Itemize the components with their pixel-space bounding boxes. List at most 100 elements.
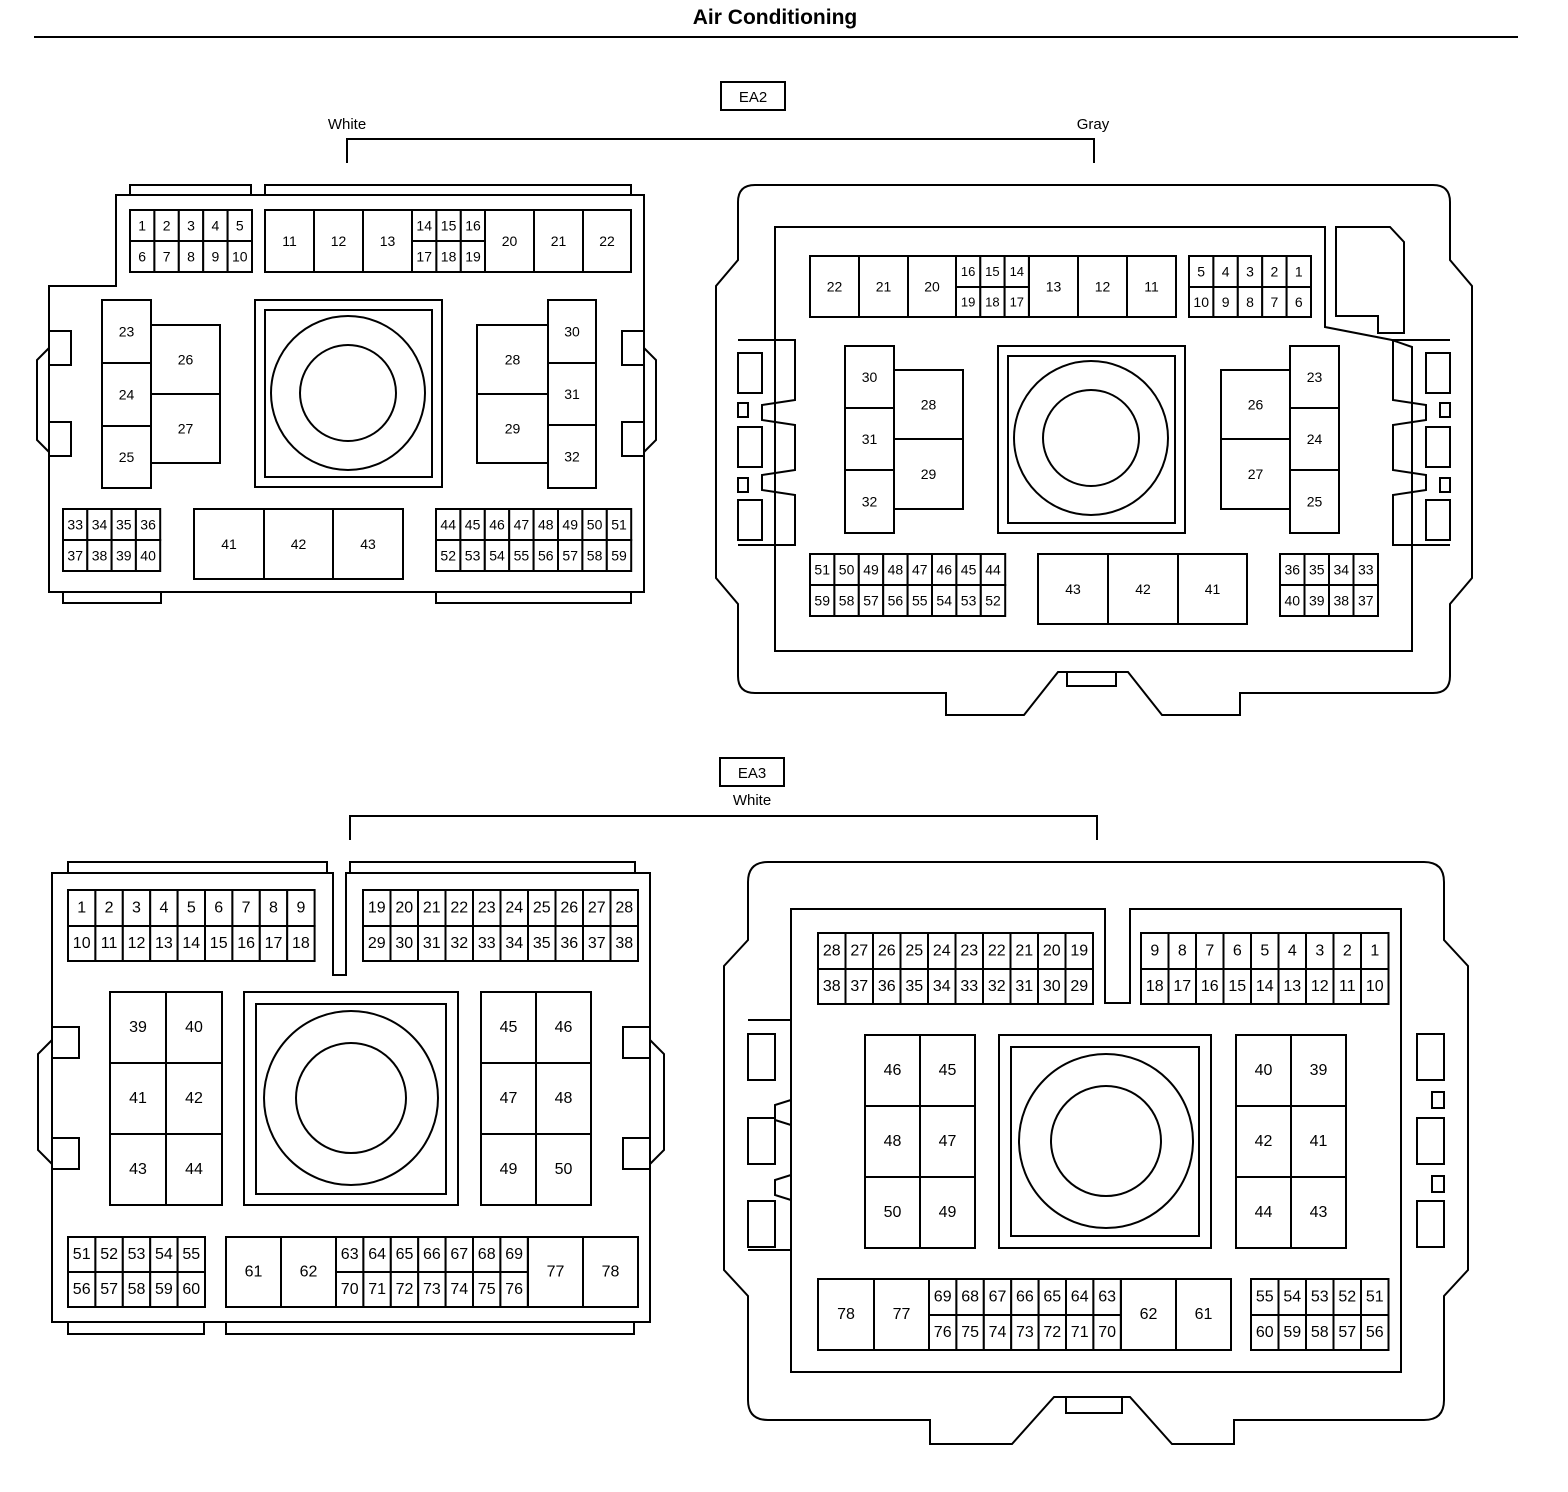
cavity-17: [1003, 286, 1030, 318]
cavity-37: [62, 539, 89, 572]
cavity-number: 39: [1309, 593, 1325, 609]
cavity-number: 32: [564, 449, 580, 465]
cavity-13: [149, 925, 179, 962]
cavity-number: 59: [611, 548, 627, 564]
housing-tab: [67, 1321, 205, 1335]
cavity-2: [1261, 255, 1288, 288]
cavity-number: 65: [396, 1246, 414, 1263]
cavity-number: 49: [863, 562, 879, 578]
cavity-76: [928, 1314, 958, 1351]
cavity-44: [979, 553, 1007, 586]
cavity-number: 7: [163, 249, 171, 265]
cavity-number: 2: [1343, 943, 1352, 960]
cavity-number: 52: [1338, 1289, 1356, 1306]
cavity-number: 55: [912, 593, 928, 609]
cavity-70: [1092, 1314, 1122, 1351]
housing-tab: [62, 591, 162, 604]
cavity-number: 34: [92, 517, 108, 533]
cavity-number: 6: [214, 900, 223, 917]
cavity-number: 20: [395, 900, 413, 917]
cavity-number: 7: [242, 900, 251, 917]
cavity-number: 14: [1256, 978, 1274, 995]
lever-frame-inner: [1010, 1046, 1200, 1237]
cavity-number: 33: [67, 517, 83, 533]
cavity-60: [176, 1271, 207, 1308]
cavity-number: 16: [237, 935, 255, 952]
cavity-number: 3: [187, 218, 195, 234]
cavity-number: 73: [1016, 1324, 1034, 1341]
cavity-39: [109, 991, 167, 1064]
cavity-61: [225, 1236, 282, 1308]
cavity-number: 11: [1339, 978, 1356, 995]
ea2-connector-id: EA2: [739, 89, 767, 106]
cavity-number: 52: [985, 593, 1001, 609]
cavity-73: [1010, 1314, 1040, 1351]
cavity-number: 48: [888, 562, 904, 578]
side-latch-slot: [621, 421, 645, 457]
cavity-number: 67: [450, 1246, 468, 1263]
cavity-number: 41: [1310, 1133, 1328, 1150]
cavity-36: [872, 968, 902, 1005]
cavity-number: 15: [441, 218, 457, 234]
cavity-number: 35: [533, 935, 551, 952]
housing-tab: [435, 591, 632, 604]
cavity-number: 44: [185, 1161, 203, 1178]
cavity-57: [857, 584, 885, 617]
cavity-number: 26: [560, 900, 578, 917]
cavity-number: 2: [1271, 264, 1279, 280]
cavity-number: 47: [500, 1090, 518, 1107]
cavity-number: 24: [505, 900, 523, 917]
ea3-label-box: [719, 757, 785, 787]
cavity-number: 72: [1043, 1324, 1061, 1341]
cavity-number: 68: [961, 1289, 979, 1306]
cavity-11: [1126, 255, 1177, 318]
cavity-number: 55: [182, 1246, 200, 1263]
cavity-number: 8: [1178, 943, 1187, 960]
side-latch-slot: [737, 352, 763, 394]
cavity-41: [193, 508, 265, 580]
cavity-29: [1064, 968, 1094, 1005]
cavity-number: 46: [489, 517, 505, 533]
cavity-number: 6: [1233, 943, 1242, 960]
cavity-number: 10: [73, 935, 91, 952]
cavity-number: 19: [1070, 943, 1088, 960]
cavity-number: 55: [1256, 1289, 1274, 1306]
cavity-number: 35: [1309, 562, 1325, 578]
cavity-number: 75: [961, 1324, 979, 1341]
cavity-number: 21: [1015, 943, 1033, 960]
ea3-view-a: [37, 861, 665, 1335]
housing-tab: [129, 184, 252, 196]
connector-face: [790, 908, 1402, 1373]
corner-key: [1335, 226, 1405, 334]
ea2-label: EA2 White Gray: [328, 81, 1110, 163]
cavity-number: 27: [588, 900, 606, 917]
cavity-46: [483, 508, 511, 541]
cavity-52: [94, 1236, 124, 1273]
cavity-number: 55: [514, 548, 530, 564]
cavity-number: 14: [416, 218, 432, 234]
cavity-number: 48: [884, 1133, 902, 1150]
cavity-number: 44: [985, 562, 1001, 578]
cavity-25: [899, 932, 929, 970]
cavity-number: 1: [1370, 943, 1379, 960]
side-latch-slot: [747, 1200, 776, 1248]
ea2-view-a: [36, 184, 657, 604]
cavity-61: [1175, 1278, 1232, 1351]
cavity-40: [1235, 1034, 1292, 1107]
connector-face: [774, 226, 1413, 652]
cavity-52: [1332, 1278, 1362, 1316]
cavity-number: 74: [989, 1324, 1007, 1341]
side-latch-slot: [737, 499, 763, 541]
side-latch-slot: [1416, 1033, 1445, 1081]
lever-hub: [1042, 389, 1140, 487]
cavity-number: 40: [185, 1019, 203, 1036]
cavity-number: 16: [1201, 978, 1219, 995]
cavity-number: 53: [961, 593, 977, 609]
cavity-number: 59: [814, 593, 830, 609]
cavity-4: [149, 889, 179, 927]
cavity-number: 42: [1135, 581, 1151, 597]
cavity-number: 77: [893, 1306, 911, 1323]
side-latch: [36, 347, 50, 453]
cavity-number: 72: [396, 1281, 414, 1298]
